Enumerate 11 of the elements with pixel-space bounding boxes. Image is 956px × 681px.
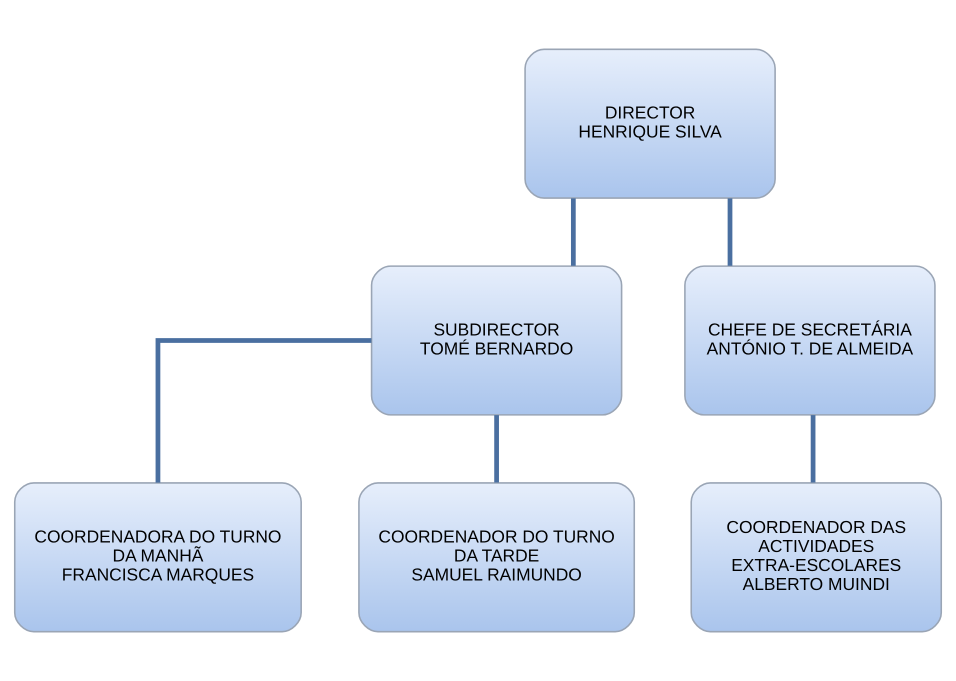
connector xyxy=(810,415,816,483)
connector xyxy=(494,415,499,483)
node-box: COORDENADOR DO TURNO DA TARDE SAMUEL RAIMUNDO xyxy=(358,482,636,632)
node-box: SUBDIRECTOR TOMÉ BERNARDO xyxy=(370,265,622,416)
connector xyxy=(570,198,576,266)
connector xyxy=(156,338,372,483)
node-box: COORDENADOR DAS ACTIVIDADES EXTRA-ESCOLARES ALBERTO MUINDI xyxy=(690,482,942,632)
node-box: DIRECTOR HENRIQUE SILVA xyxy=(524,48,776,199)
connector xyxy=(728,198,732,266)
node-box: CHEFE DE SECRETÁRIA ANTÓNIO T. DE ALMEIDA xyxy=(684,265,936,416)
node-box: COORDENADORA DO TURNO DA MANHÃ FRANCISCA MARQUES xyxy=(14,482,302,632)
